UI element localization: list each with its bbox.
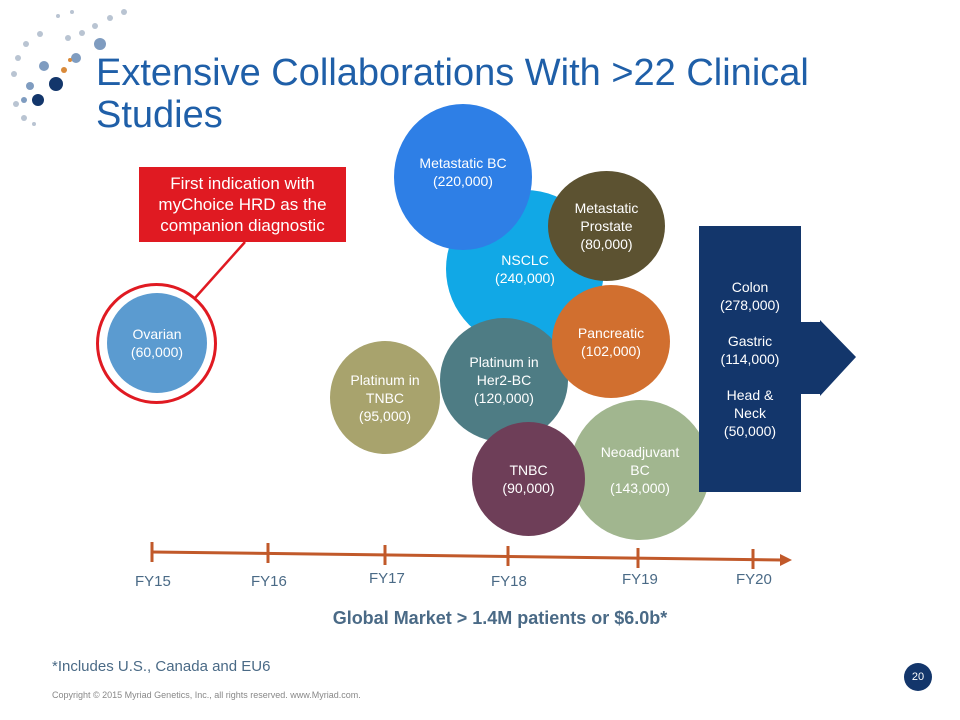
page-number-badge: 20 xyxy=(904,663,932,691)
bubble-metastatic-prostate: Metastatic Prostate (80,000) xyxy=(548,171,665,281)
timeline-label-fy16: FY16 xyxy=(251,573,287,590)
timeline-label-fy18: FY18 xyxy=(491,573,527,590)
timeline-axis xyxy=(150,542,792,569)
copyright-text: Copyright © 2015 Myriad Genetics, Inc., … xyxy=(52,690,361,700)
timeline-label-fy17: FY17 xyxy=(369,570,405,587)
timeline-label-fy20: FY20 xyxy=(736,571,772,588)
bubble-pancreatic: Pancreatic (102,000) xyxy=(552,285,670,398)
timeline-label-fy19: FY19 xyxy=(622,571,658,588)
callout-box: First indication with myChoice HRD as th… xyxy=(139,167,346,242)
bubble-tnbc: TNBC (90,000) xyxy=(472,422,585,536)
ovarian-highlight-ring xyxy=(96,283,217,404)
right-arrow-icon xyxy=(800,320,856,396)
slide-title: Extensive Collaborations With >22 Clinic… xyxy=(96,52,809,136)
bubble-neoadjuvant-bc: Neoadjuvant BC (143,000) xyxy=(570,400,710,540)
footnote: *Includes U.S., Canada and EU6 xyxy=(52,658,271,675)
timeline-label-fy15: FY15 xyxy=(135,573,171,590)
bubble-metastatic-bc: Metastatic BC (220,000) xyxy=(394,104,532,250)
bubble-platinum-her2: Platinum in Her2-BC (120,000) xyxy=(440,318,568,442)
dot-pattern-logo xyxy=(11,9,127,126)
global-market-text: Global Market > 1.4M patients or $6.0b* xyxy=(332,608,668,628)
future-indications-box: Colon (278,000) Gastric (114,000) Head &… xyxy=(699,226,801,492)
bubble-ovarian: Ovarian (60,000) xyxy=(107,293,207,393)
bubble-platinum-tnbc: Platinum in TNBC (95,000) xyxy=(330,341,440,454)
